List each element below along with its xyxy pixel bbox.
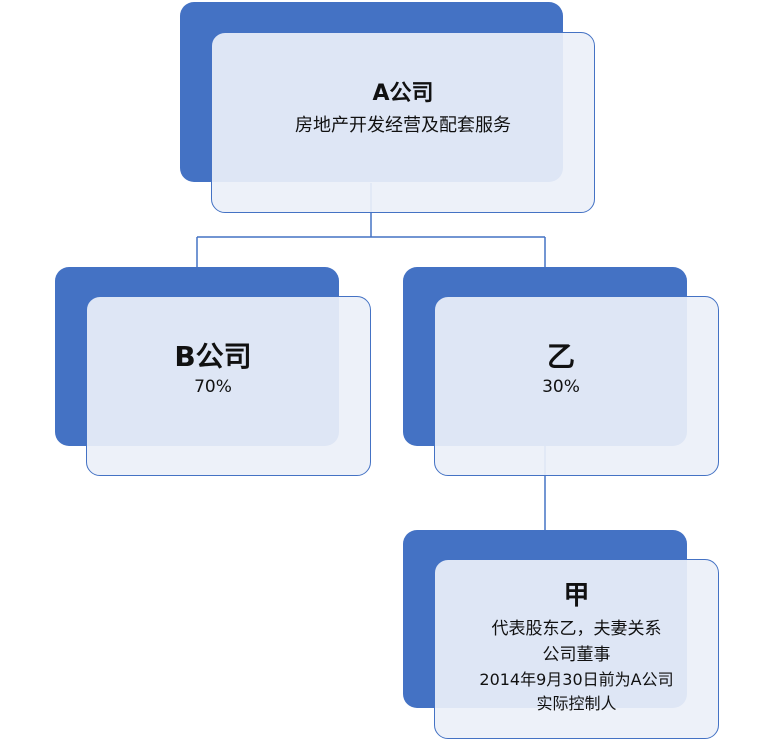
node-a-content: A公司 房地产开发经营及配套服务 [211,32,595,182]
node-jia-line-1: 代表股东乙，夫妻关系 [491,619,662,640]
node-yi-title: 乙 [546,340,575,374]
node-b-percentage: 70% [194,377,232,398]
node-a-subtitle: 房地产开发经营及配套服务 [295,115,511,137]
node-b-title: B公司 [174,340,252,374]
node-yi-percentage: 30% [542,377,580,398]
node-yi-content: 乙 30% [434,296,688,446]
node-a-title: A公司 [372,80,434,106]
node-b-content: B公司 70% [86,296,340,446]
node-a-box [211,32,595,213]
node-jia-line-4: 实际控制人 [536,694,617,714]
node-yi-box [434,296,719,476]
node-jia-box [434,559,719,739]
node-jia-title: 甲 [563,580,590,611]
node-jia-content: 甲 代表股东乙，夫妻关系 公司董事 2014年9月30日前为A公司 实际控制人 [434,566,719,732]
node-jia-line-2: 公司董事 [542,644,611,665]
node-jia-line-3: 2014年9月30日前为A公司 [479,670,674,690]
node-b-box [86,296,371,476]
